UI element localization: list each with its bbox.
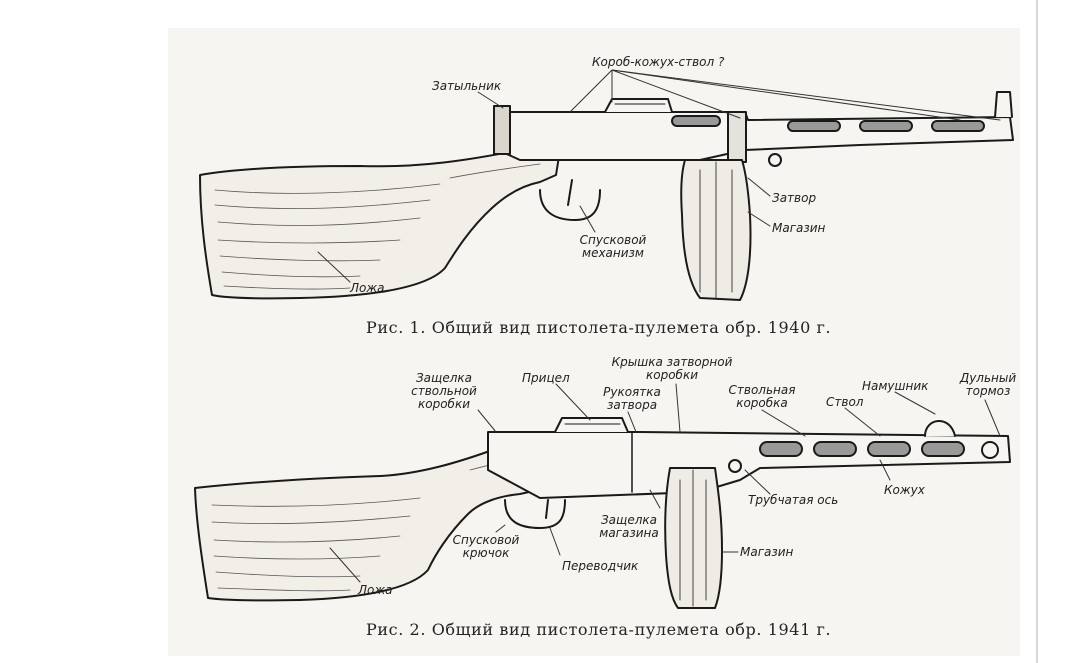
fig2-vent-4: [921, 441, 965, 457]
fig1-label-trigger-mechanism-line2: механизм: [582, 246, 644, 260]
fig2-label-barrel-box-line1: Ствольная: [728, 383, 796, 397]
fig1-vent-2: [787, 120, 841, 132]
fig1-vent-3: [859, 120, 913, 132]
fig1-label-butt-plate: Затыльник: [432, 79, 502, 93]
right-edge-line: [1036, 0, 1038, 663]
fig2-label-barrel-box-latch-line1: Защелка: [415, 371, 472, 385]
fig2-label-jacket: Кожух: [884, 483, 925, 497]
fig2-label-barrel-box-line2: коробка: [736, 396, 788, 410]
fig1-receiver: [497, 111, 1014, 161]
fig2-label-barrel-box-latch-line2: ствольной: [411, 384, 477, 398]
fig2-stock: [194, 447, 541, 602]
figure1-drawing: [199, 69, 1014, 301]
fig2-label-barrel-box-latch-line3: коробки: [418, 397, 470, 411]
fig1-trigger-guard: [539, 189, 601, 221]
fig2-label-magazine-latch-line2: магазина: [599, 526, 659, 540]
fig2-label-magazine: Магазин: [740, 545, 794, 559]
fig1-label-magazine: Магазин: [772, 221, 826, 235]
fig2-label-receiver-cover-line2: коробки: [646, 368, 698, 382]
fig2-label-muzzle-brake: Дульный тормоз: [956, 372, 1020, 398]
fig1-butt-plate: [493, 105, 511, 155]
fig1-vent-1: [671, 115, 721, 127]
fig2-label-trigger-line1: Спусковой: [452, 533, 520, 547]
fig2-label-bolt-handle-line1: Рукоятка: [603, 385, 661, 399]
fig2-caption: Рис. 2. Общий вид пистолета-пулемета обр…: [366, 620, 832, 639]
fig2-label-barrel-box-latch: Защелка ствольной коробки: [406, 372, 482, 411]
fig2-label-sight: Прицел: [522, 371, 570, 385]
fig2-label-bolt-handle-line2: затвора: [606, 398, 658, 412]
fig1-label-stock: Ложа: [350, 281, 385, 295]
fig2-label-selector: Переводчик: [562, 559, 639, 573]
fig2-label-receiver-cover-line1: Крышка затворной: [611, 355, 733, 369]
fig2-label-receiver-cover: Крышка затворной коробки: [610, 356, 734, 382]
fig2-label-tubular-axis: Трубчатая ось: [748, 493, 839, 507]
fig1-label-receiver-jacket-barrel: Короб-кожух-ствол ?: [592, 55, 725, 69]
fig1-stock: [199, 149, 561, 300]
fig2-label-barrel-box: Ствольная коробка: [722, 384, 802, 410]
fig2-label-magazine-latch: Защелка магазина: [594, 514, 664, 540]
fig1-caption: Рис. 1. Общий вид пистолета-пулемета обр…: [366, 318, 832, 337]
fig2-label-magazine-latch-line1: Защелка: [600, 513, 657, 527]
fig2-label-front-sight: Намушник: [862, 379, 929, 393]
figure2-drawing: [194, 383, 1011, 609]
fig2-vent-1: [759, 441, 803, 457]
fig1-label-trigger-mechanism: Спусковой механизм: [578, 234, 648, 260]
fig2-drum-magazine: [664, 467, 723, 609]
fig2-label-muzzle-brake-line1: Дульный: [959, 371, 1017, 385]
fig1-label-trigger-mechanism-line1: Спусковой: [579, 233, 647, 247]
fig2-label-bolt-handle: Рукоятка затвора: [600, 386, 664, 412]
fig2-label-barrel: Ствол: [826, 395, 864, 409]
fig2-trigger-guard: [504, 499, 566, 529]
fig2-vent-2: [813, 441, 857, 457]
fig2-label-trigger: Спусковой крючок: [448, 534, 524, 560]
fig2-label-stock: Ложа: [358, 583, 393, 597]
fig2-label-trigger-line2: крючок: [462, 546, 510, 560]
fig2-vent-3: [867, 441, 911, 457]
fig1-vent-4: [931, 120, 985, 132]
fig2-label-muzzle-brake-line2: тормоз: [965, 384, 1011, 398]
fig1-label-bolt: Затвор: [772, 191, 817, 205]
